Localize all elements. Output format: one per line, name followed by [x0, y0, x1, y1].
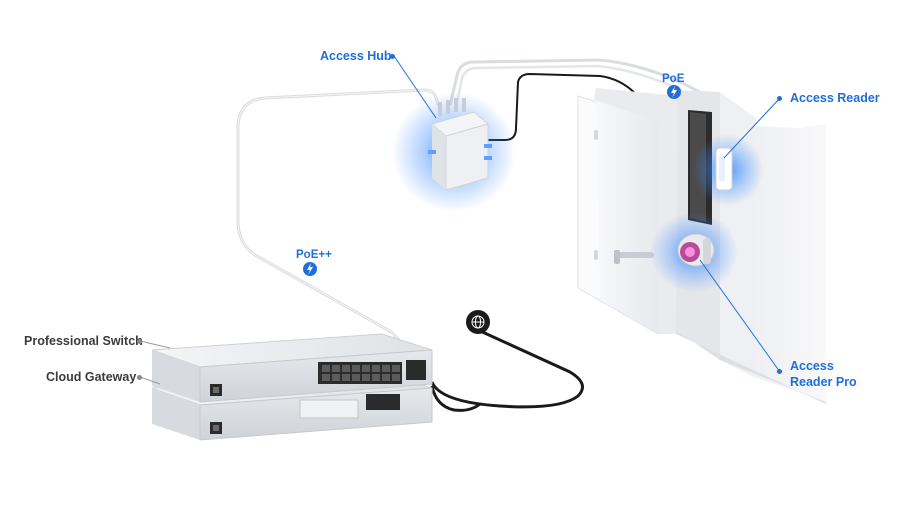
professional-switch-label: Professional Switch — [24, 334, 143, 348]
poe-plus-plus-badge — [303, 262, 317, 276]
access-hub-dot — [390, 54, 395, 59]
professional-switch-dot — [137, 339, 142, 344]
access-reader-pro-device — [650, 212, 738, 292]
access-reader-pro-label-line1: Access — [790, 359, 834, 373]
network-stack — [151, 333, 433, 441]
gateway-cable — [430, 385, 481, 412]
internet-cable — [430, 328, 584, 409]
door-handle — [614, 252, 654, 258]
cloud-gateway-dot — [137, 375, 142, 380]
gateway-port-block — [299, 399, 359, 419]
access-reader-label: Access Reader — [790, 91, 880, 105]
lightning-bolt-icon — [671, 86, 677, 98]
cloud-gateway-label: Cloud Gateway — [46, 370, 137, 384]
poe-badge — [667, 85, 681, 99]
poe-label: PoE — [662, 73, 685, 85]
access-reader-dot — [777, 96, 782, 101]
poe-plus-plus-cable-highlight — [237, 89, 441, 370]
leader-lines — [393, 55, 781, 373]
globe-icon — [471, 315, 485, 329]
access-hub-device — [392, 92, 516, 212]
access-reader-device — [692, 134, 764, 206]
access-hub-label: Access Hub — [320, 49, 392, 63]
cables — [236, 58, 714, 412]
lightning-bolt-icon — [307, 263, 313, 275]
internet-badge — [466, 310, 490, 334]
door — [577, 88, 678, 335]
access-reader-pro-dot — [777, 369, 782, 374]
access-reader-pro-label-line2: Reader Pro — [790, 375, 857, 389]
poe-plus-plus-label: PoE++ — [296, 249, 332, 261]
leader-lines-gray — [139, 340, 171, 385]
